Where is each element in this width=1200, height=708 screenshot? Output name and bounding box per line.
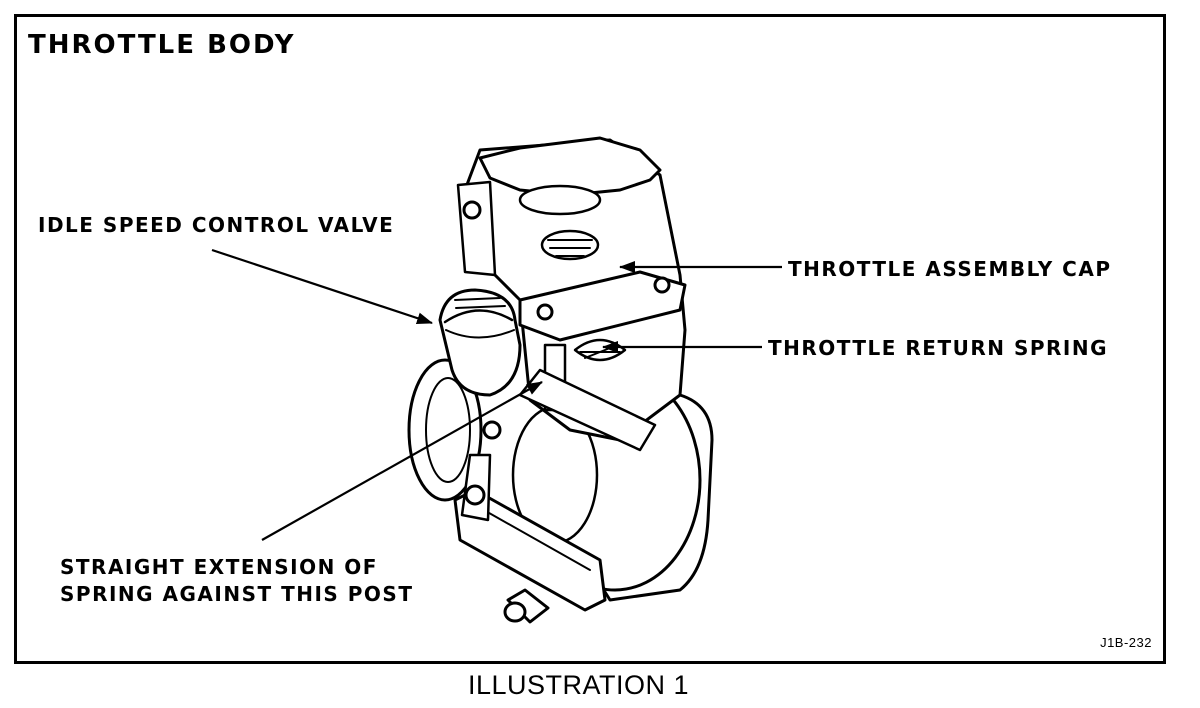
label-idle-speed-control-valve: IDLE SPEED CONTROL VALVE xyxy=(38,213,395,237)
diagram-title: THROTTLE BODY xyxy=(28,30,296,60)
label-throttle-assembly-cap: THROTTLE ASSEMBLY CAP xyxy=(788,257,1112,281)
spring-post-leader-arrow xyxy=(261,381,543,541)
label-straight-extension-line-2: SPRING AGAINST THIS POST xyxy=(60,582,414,606)
isc-valve-leader-arrow xyxy=(211,248,433,325)
label-throttle-return-spring: THROTTLE RETURN SPRING xyxy=(768,336,1109,360)
throttle-body-illustration xyxy=(407,136,714,624)
label-straight-extension-line-1: STRAIGHT EXTENSION OF xyxy=(60,555,378,579)
illustration-caption: ILLUSTRATION 1 xyxy=(467,670,690,700)
diagram-frame xyxy=(14,14,1166,664)
figure-code: J1B-232 xyxy=(1100,635,1152,650)
